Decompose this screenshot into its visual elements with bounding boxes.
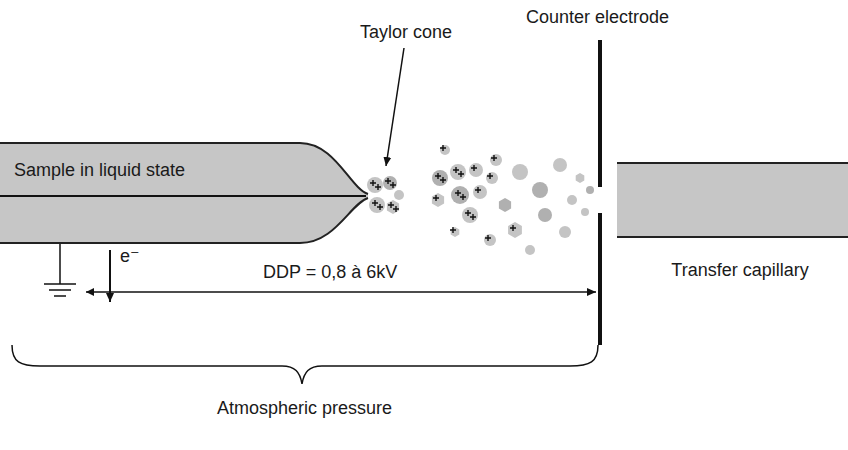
charge-sign xyxy=(370,180,376,186)
charge-sign xyxy=(372,200,378,206)
ground-symbol xyxy=(54,295,66,297)
capillary-wall xyxy=(0,143,368,194)
part-name: Counter electrode xyxy=(526,7,669,29)
droplet xyxy=(486,172,498,184)
droplet xyxy=(469,163,483,177)
droplet xyxy=(432,193,444,207)
droplet xyxy=(553,158,567,172)
charge-sign xyxy=(455,190,461,196)
droplet xyxy=(473,185,487,199)
counter-electrode xyxy=(598,213,602,345)
droplet xyxy=(532,182,548,198)
droplet xyxy=(451,227,460,237)
charge-sign xyxy=(491,155,497,161)
leader-arrow xyxy=(386,48,404,166)
capillary-axis xyxy=(0,195,366,197)
droplet xyxy=(451,186,469,204)
droplet xyxy=(450,164,466,180)
charge-sign xyxy=(433,195,439,201)
part-name: Taylor cone xyxy=(360,22,452,44)
capillary-shape xyxy=(612,160,848,325)
node-text: Transfer capillary xyxy=(670,260,810,282)
charge-sign xyxy=(475,187,481,193)
capillary-shape xyxy=(0,140,375,246)
charge-sign xyxy=(458,171,464,177)
droplet xyxy=(369,197,385,213)
droplet xyxy=(512,164,528,180)
droplet xyxy=(586,186,594,194)
capillary-wall xyxy=(0,198,368,243)
ground-wire xyxy=(59,243,61,284)
charge-sign xyxy=(465,210,471,216)
capillary-fill xyxy=(617,163,848,237)
droplet xyxy=(432,170,448,186)
charged-droplets xyxy=(367,145,594,255)
charge-sign xyxy=(471,165,477,171)
brace xyxy=(12,345,598,384)
droplet xyxy=(525,245,535,255)
droplet xyxy=(462,207,478,223)
droplet xyxy=(484,234,496,246)
charge-sign xyxy=(377,204,383,210)
charge-sign xyxy=(440,145,446,151)
node-text: Sample in liquid state xyxy=(14,160,185,182)
charge-sign xyxy=(390,182,396,188)
charge-sign xyxy=(510,225,516,231)
charge-sign xyxy=(470,214,476,220)
droplet xyxy=(440,145,450,155)
sample-capillary: Sample in liquid state xyxy=(0,140,375,246)
capillary-fill xyxy=(0,143,368,243)
charge-sign xyxy=(385,178,391,184)
condition-label: Atmospheric pressure xyxy=(217,398,392,420)
droplet xyxy=(559,226,571,238)
charge-sign xyxy=(388,202,394,208)
capillary-wall xyxy=(617,236,848,238)
ground-symbol xyxy=(49,289,71,291)
droplet xyxy=(387,200,399,214)
droplet xyxy=(394,190,404,200)
charge-sign xyxy=(485,235,491,241)
electron-arrow xyxy=(109,250,111,302)
droplet xyxy=(499,198,511,212)
counter-electrode xyxy=(598,40,602,187)
charge-sign xyxy=(435,173,441,179)
ground-symbol xyxy=(44,283,76,285)
voltage-arrow xyxy=(86,291,596,293)
capillary-wall xyxy=(617,162,848,164)
droplet xyxy=(383,176,397,190)
voltage-label: DDP = 0,8 à 6kV xyxy=(260,262,400,284)
charge-sign xyxy=(450,227,456,233)
droplet xyxy=(567,195,577,205)
droplet xyxy=(576,173,585,183)
charge-sign xyxy=(487,173,493,179)
droplet xyxy=(367,177,383,193)
particle-name: e⁻ xyxy=(120,246,140,268)
droplet xyxy=(490,154,502,166)
charge-sign xyxy=(440,177,446,183)
droplet xyxy=(581,208,589,216)
droplet xyxy=(508,222,522,238)
transfer-capillary: Transfer capillary xyxy=(612,160,848,325)
charge-sign xyxy=(375,184,381,190)
charge-sign xyxy=(460,194,466,200)
charge-sign xyxy=(393,206,399,212)
droplet xyxy=(538,208,552,222)
charge-sign xyxy=(453,167,459,173)
